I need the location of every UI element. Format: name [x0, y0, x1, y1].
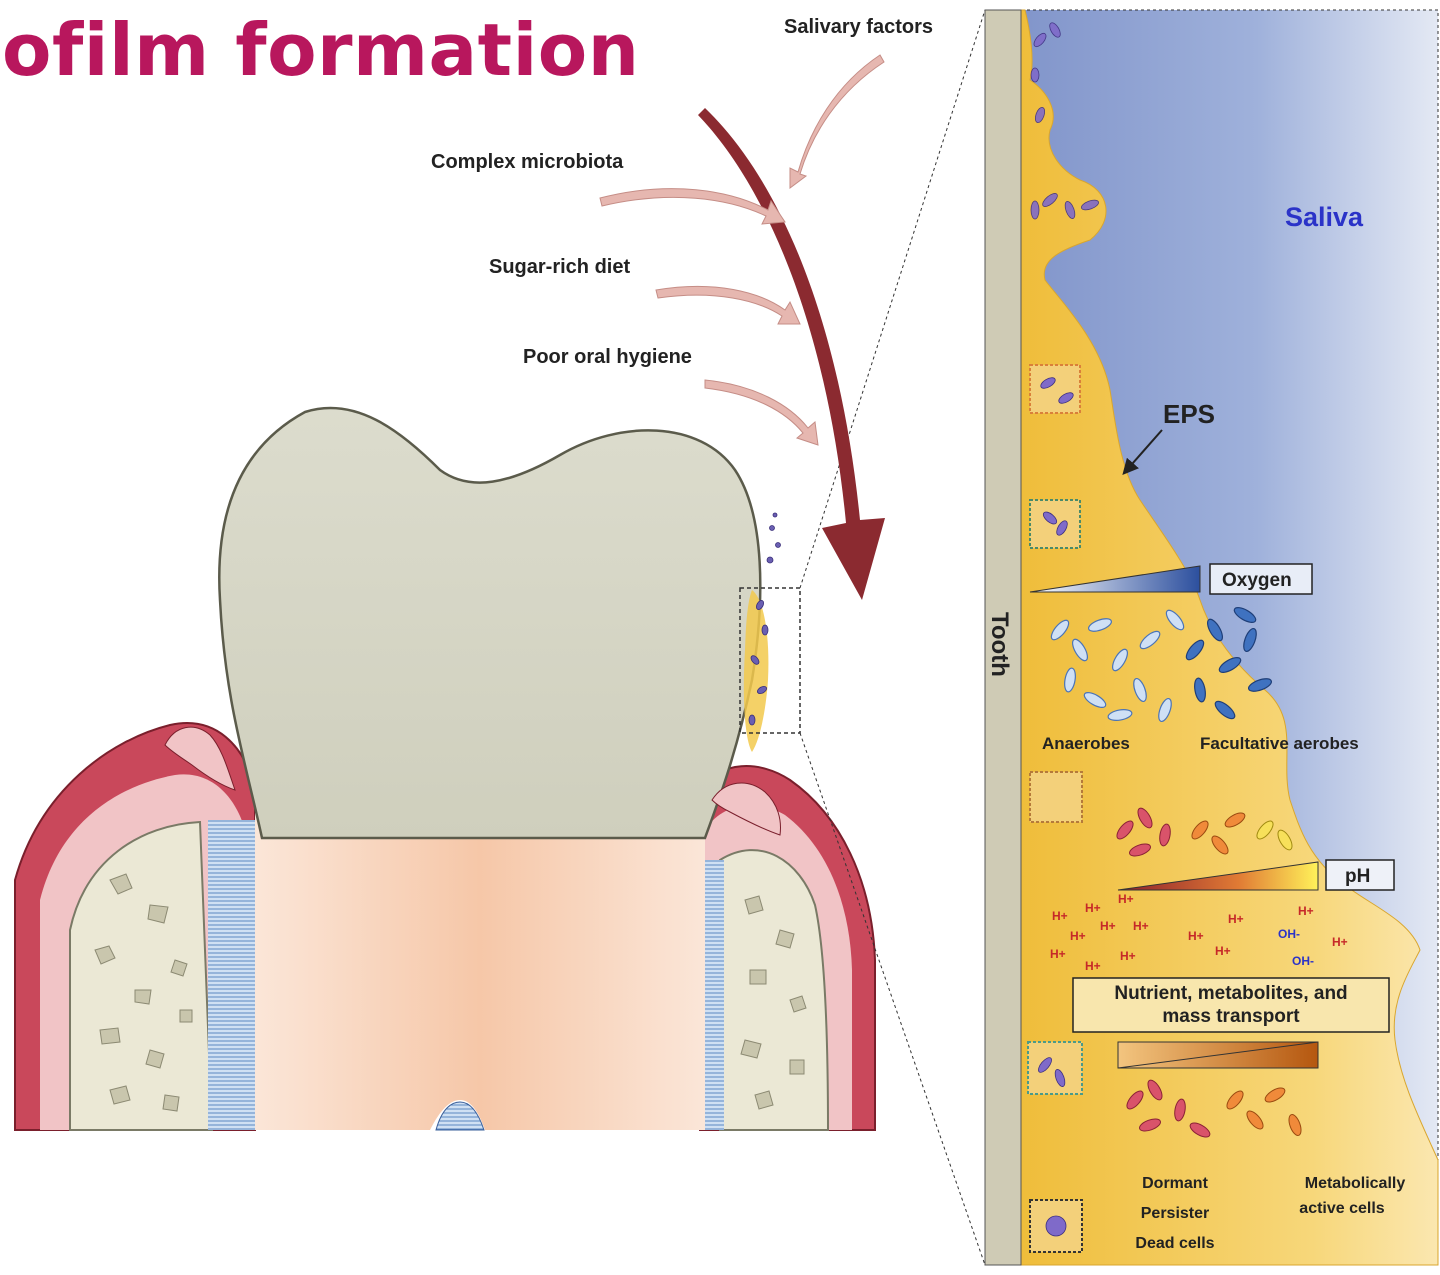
tooth-illustration	[15, 10, 985, 1265]
transport-line-1: Nutrient, metabolites, and	[1114, 983, 1347, 1004]
facultative-aerobes-label: Facultative aerobes	[1200, 734, 1359, 753]
sugar-rich-diet-label: Sugar-rich diet	[489, 256, 630, 278]
eps-label: EPS	[1163, 399, 1215, 429]
proton-11: H+	[1228, 912, 1244, 926]
plaque-deposit	[744, 590, 769, 752]
inset-box-1	[1030, 365, 1080, 413]
proton-5: H+	[1100, 919, 1116, 933]
poor-oral-hygiene-label: Poor oral hygiene	[523, 346, 692, 368]
proton-10: H+	[1188, 929, 1204, 943]
ligament-left	[208, 820, 258, 1130]
saliva-label: Saliva	[1285, 202, 1364, 232]
proton-13: H+	[1298, 904, 1314, 918]
hydroxide-2: OH-	[1292, 954, 1314, 968]
proton-6: H+	[1133, 919, 1149, 933]
proton-14: H+	[1332, 935, 1348, 949]
complex-microbiota-label: Complex microbiota	[431, 151, 624, 173]
proton-3: H+	[1118, 892, 1134, 906]
proton-12: H+	[1215, 944, 1231, 958]
inset-box-4	[1028, 1042, 1082, 1094]
ph-label: pH	[1345, 866, 1370, 887]
tooth-crown	[219, 408, 760, 838]
active-line-2: active cells	[1299, 1200, 1385, 1217]
dormant-line-1: Dormant	[1142, 1175, 1208, 1192]
inset-box-3	[1030, 772, 1082, 822]
diet-arrow	[656, 286, 800, 324]
hydroxide-1: OH-	[1278, 927, 1300, 941]
proton-9: H+	[1120, 949, 1136, 963]
salivary-factors-label: Salivary factors	[784, 16, 933, 38]
proton-4: H+	[1070, 929, 1086, 943]
tooth-label: Tooth	[986, 612, 1013, 677]
proton-7: H+	[1050, 947, 1066, 961]
transport-line-2: mass transport	[1162, 1006, 1300, 1027]
proton-2: H+	[1085, 901, 1101, 915]
proton-8: H+	[1085, 959, 1101, 973]
hygiene-arrow	[705, 380, 818, 445]
dormant-line-2: Persister	[1141, 1205, 1210, 1222]
dormant-line-3: Dead cells	[1135, 1235, 1214, 1252]
tooth-root	[255, 810, 705, 1130]
anaerobes-label: Anaerobes	[1042, 734, 1130, 753]
proton-1: H+	[1052, 909, 1068, 923]
salivary-arrow	[790, 55, 884, 188]
oxygen-label: Oxygen	[1222, 570, 1292, 591]
biofilm-panel: Tooth Saliva EPS	[985, 10, 1438, 1265]
active-line-1: Metabolically	[1305, 1175, 1406, 1192]
